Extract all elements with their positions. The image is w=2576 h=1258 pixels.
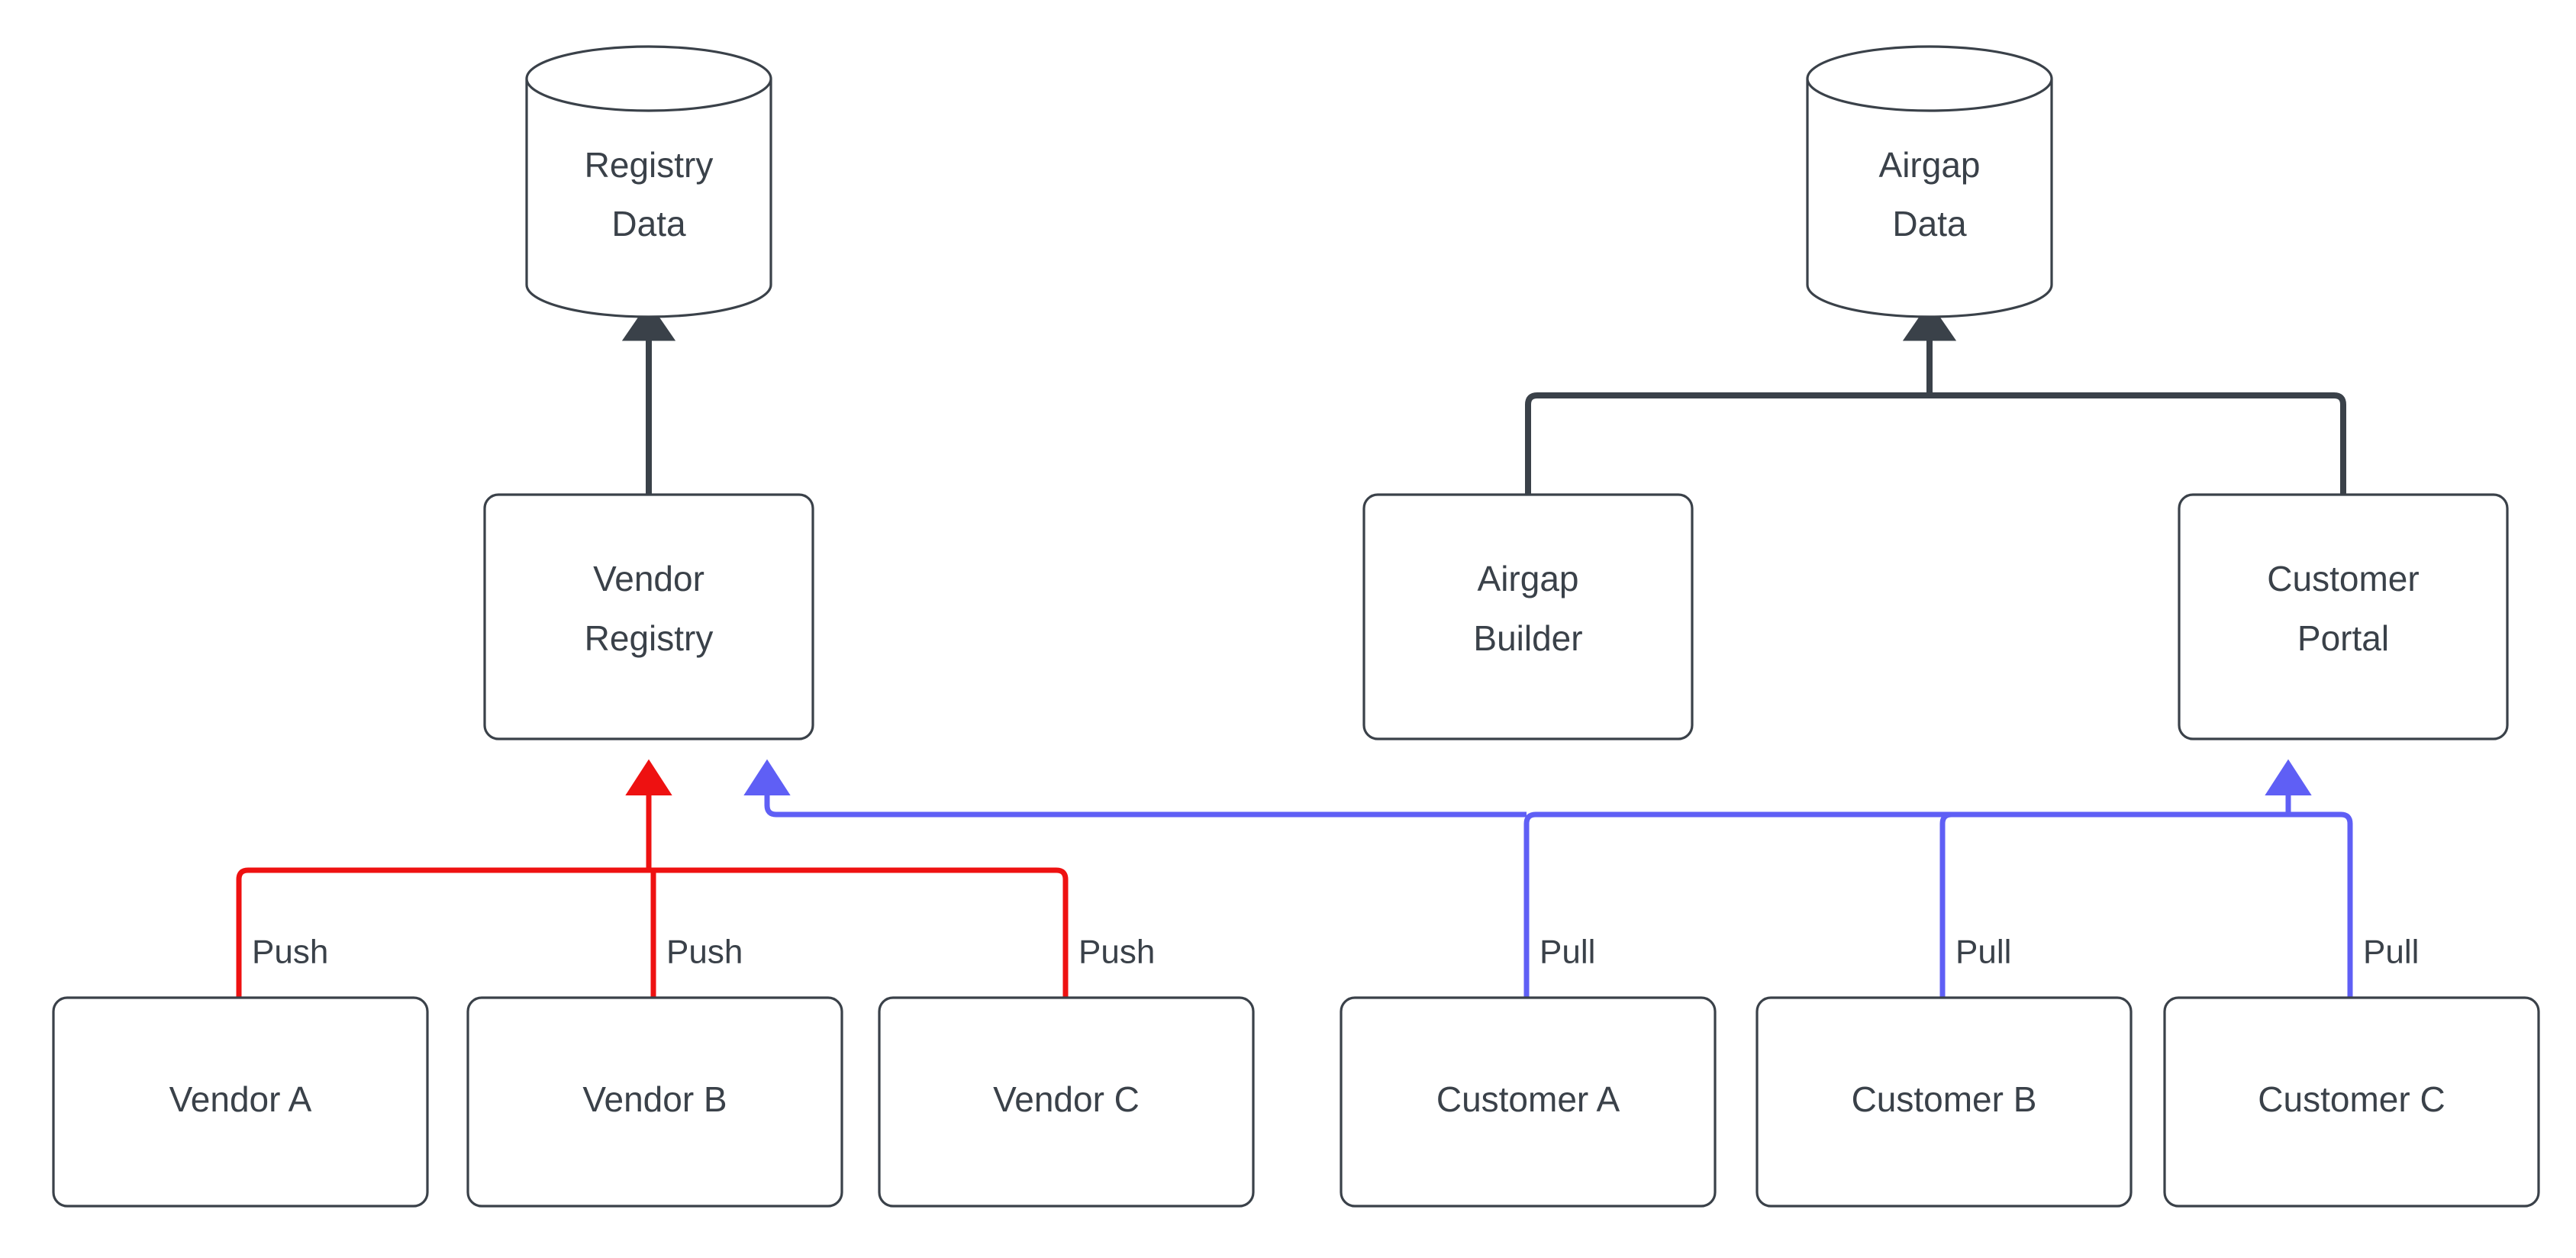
- node-registry-data[interactable]: Registry Data: [525, 45, 772, 318]
- registry-data-label-line1: Registry: [585, 145, 714, 185]
- vendor-c-label: Vendor C: [993, 1079, 1140, 1119]
- edge-vendor-a-push: [236, 867, 649, 998]
- customer-portal-label-line2: Portal: [2297, 618, 2389, 658]
- node-customer-b[interactable]: Customer B: [1755, 996, 2133, 1208]
- vendor-b-label: Vendor B: [582, 1079, 727, 1119]
- edge-airgap-builder-to-airgap-data: [1525, 392, 1930, 495]
- edge-customer-b-pull: [1939, 811, 2288, 998]
- customer-portal-label-line1: Customer: [2267, 559, 2419, 598]
- customer-a-label: Customer A: [1436, 1079, 1620, 1119]
- edge-pull-bus-to-vendor-registry: [743, 759, 1527, 818]
- edge-label-vendor-b-push: Push: [666, 934, 743, 971]
- vendor-a-label: Vendor A: [169, 1079, 312, 1119]
- vendor-registry-label-line2: Registry: [585, 618, 714, 658]
- node-customer-a[interactable]: Customer A: [1340, 996, 1717, 1208]
- edge-customer-portal-to-airgap-data: [1930, 392, 2346, 495]
- node-airgap-data[interactable]: Airgap Data: [1806, 45, 2053, 318]
- edge-customer-a-pull: [1523, 811, 2288, 998]
- edge-vendor-c-push: [649, 867, 1069, 998]
- customer-c-label: Customer C: [2258, 1079, 2445, 1119]
- node-vendor-b[interactable]: Vendor B: [466, 996, 843, 1208]
- airgap-builder-label-line2: Builder: [1473, 618, 1582, 658]
- node-customer-c[interactable]: Customer C: [2163, 996, 2540, 1208]
- node-airgap-builder[interactable]: Airgap Builder: [1362, 493, 1694, 740]
- airgap-builder-label-line1: Airgap: [1478, 559, 1579, 598]
- node-vendor-registry[interactable]: Vendor Registry: [483, 493, 814, 740]
- edge-label-vendor-c-push: Push: [1078, 934, 1155, 971]
- edge-label-vendor-a-push: Push: [252, 934, 328, 971]
- customer-b-label: Customer B: [1852, 1079, 2037, 1119]
- node-customer-portal[interactable]: Customer Portal: [2178, 493, 2509, 740]
- node-vendor-a[interactable]: Vendor A: [52, 996, 429, 1208]
- airgap-data-label-line1: Airgap: [1879, 145, 1981, 185]
- edge-label-customer-c-pull: Pull: [2363, 934, 2419, 971]
- vendor-registry-label-line1: Vendor: [593, 559, 704, 598]
- edge-customer-c-pull: [2288, 811, 2353, 998]
- edge-label-customer-b-pull: Pull: [1955, 934, 2011, 971]
- node-vendor-c[interactable]: Vendor C: [878, 996, 1255, 1208]
- airgap-data-label-line2: Data: [1892, 204, 1967, 244]
- registry-data-label-line2: Data: [611, 204, 686, 244]
- edge-label-customer-a-pull: Pull: [1539, 934, 1595, 971]
